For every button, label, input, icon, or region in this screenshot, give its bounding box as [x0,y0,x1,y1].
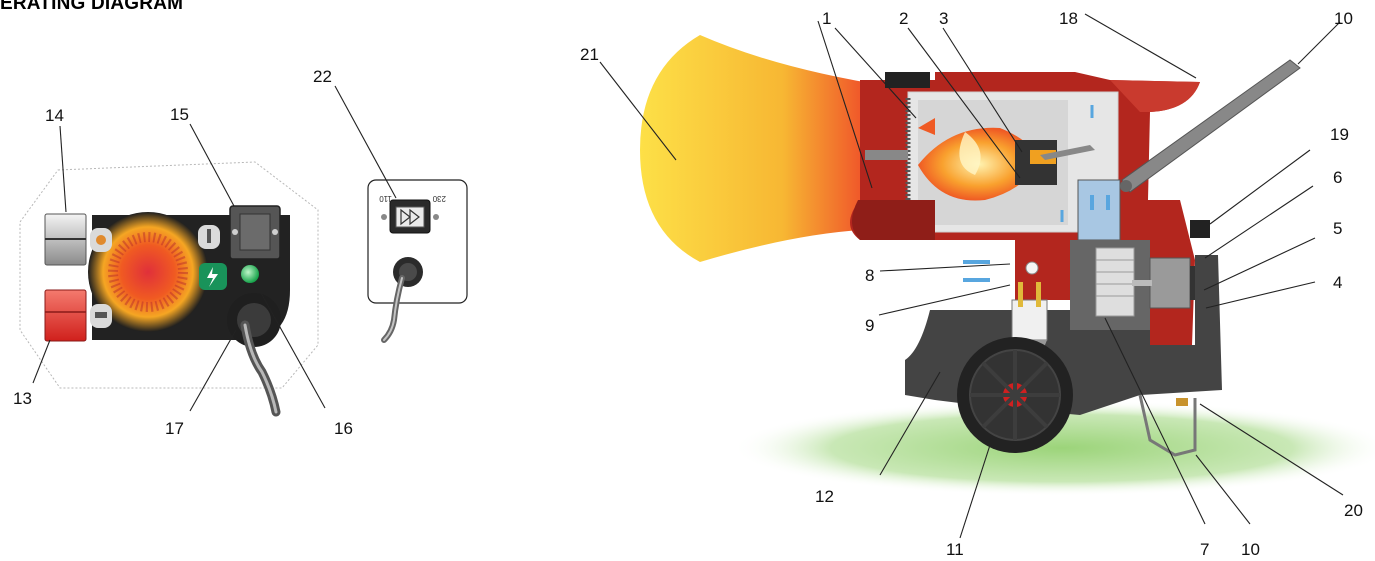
callout-16: 16 [334,419,353,438]
callout-21: 21 [580,45,599,64]
fan-blades [1095,247,1135,317]
callout-3: 3 [939,9,948,28]
diagram-title: ERATING DIAGRAM [0,0,184,14]
voltage-label-110: 110 [379,194,392,203]
heater-section [640,35,1375,496]
callout-10-bottom: 10 [1241,540,1260,556]
callout-20: 20 [1344,501,1363,520]
voltage-selector-panel: 110 230 [367,179,468,343]
callout-4: 4 [1333,273,1342,292]
callout-11: 11 [946,540,964,556]
callout-7: 7 [1200,540,1209,556]
fuel-filter [1011,299,1048,341]
heat-indicator [88,212,208,332]
callout-15: 15 [170,105,189,124]
callout-22: 22 [313,67,332,86]
callout-19: 19 [1330,125,1349,144]
callout-9: 9 [865,316,874,335]
callout-14: 14 [45,106,64,125]
callout-12: 12 [815,487,834,506]
voltage-label-230: 230 [432,194,446,203]
top-grille [885,72,930,88]
callout-10-top: 10 [1334,9,1353,28]
photocell [1190,220,1210,238]
callout-18: 18 [1059,9,1078,28]
callout-5: 5 [1333,219,1342,238]
callout-6: 6 [1333,168,1342,187]
leader-lines [32,13,1344,539]
air-duct [1077,179,1121,241]
callout-17: 17 [165,419,184,438]
fuel-pump [1015,240,1070,300]
drain-plug [1176,398,1188,406]
heat-switch[interactable] [44,289,87,342]
callout-2: 2 [899,9,908,28]
control-panel [19,161,319,417]
flame-plume [640,35,900,262]
support-leg [1138,394,1197,457]
motor [1149,257,1191,309]
callout-13: 13 [13,389,32,408]
callout-1: 1 [822,9,831,28]
grass-ground [732,400,1375,496]
power-indicator-light [241,265,259,283]
callout-numbers: 14 15 22 13 17 16 21 1 2 3 18 10 19 6 5 … [13,9,1363,559]
callout-8: 8 [865,266,874,285]
